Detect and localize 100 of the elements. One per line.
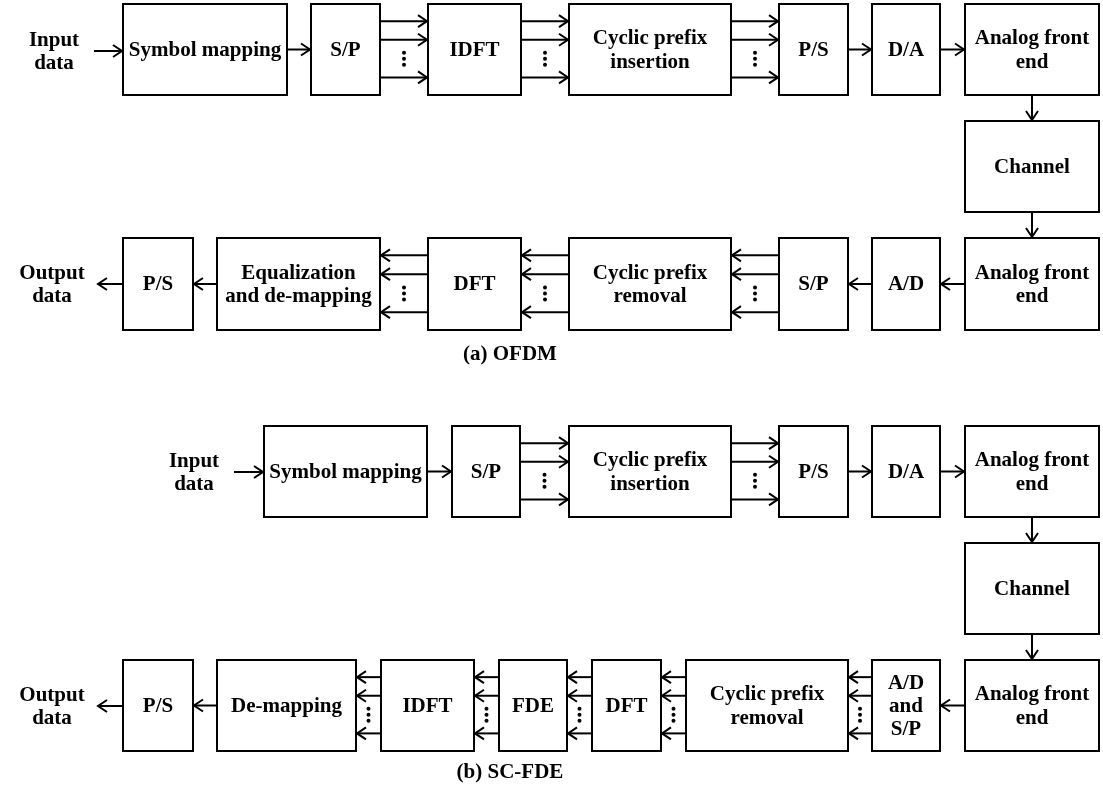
- block-label: DFT: [452, 272, 497, 296]
- block-label: D/A: [886, 459, 926, 484]
- signal-label: Output data: [6, 261, 98, 307]
- block-label: Analog front end: [973, 448, 1091, 495]
- arrow: [521, 248, 569, 263]
- process-block: [451, 425, 521, 518]
- arrow: [474, 726, 499, 741]
- process-block: [964, 120, 1100, 213]
- arrow: [731, 70, 779, 85]
- block-label: S/P: [797, 272, 830, 296]
- arrow: [380, 248, 428, 263]
- arrow: [356, 726, 381, 741]
- block-label: Symbol mapping: [268, 459, 423, 484]
- block-label: IDFT: [401, 693, 454, 718]
- arrow: [93, 44, 123, 58]
- arrow: [380, 305, 428, 320]
- arrow: [233, 465, 264, 479]
- arrow: [380, 267, 428, 282]
- arrow: [731, 248, 779, 263]
- block-label: Cyclic prefix removal: [591, 260, 709, 308]
- process-block: [568, 3, 732, 96]
- arrow: [521, 267, 569, 282]
- block-label: A/D and S/P: [886, 670, 926, 741]
- block-label: Analog front end: [973, 682, 1091, 729]
- block-label: P/S: [797, 459, 830, 484]
- block-label: Channel: [993, 576, 1071, 601]
- block-label: Equalization and de-mapping: [224, 260, 373, 308]
- arrow: [940, 42, 965, 57]
- process-block: [216, 659, 357, 752]
- arrow: [731, 305, 779, 320]
- process-block: [871, 425, 941, 518]
- arrow: [1025, 634, 1039, 660]
- process-block: [964, 425, 1100, 518]
- process-block: [871, 237, 941, 331]
- arrow: [661, 670, 686, 685]
- arrow: [474, 670, 499, 685]
- arrow: [567, 670, 592, 685]
- arrow: [731, 267, 779, 282]
- arrow: [940, 698, 965, 713]
- block-label: De-mapping: [230, 693, 343, 718]
- arrow: [731, 32, 779, 47]
- block-label: Analog front end: [973, 260, 1091, 308]
- arrow: [731, 492, 779, 507]
- arrow: [520, 454, 569, 469]
- process-block: [871, 659, 941, 752]
- process-block: [122, 3, 288, 96]
- block-label: DFT: [604, 693, 649, 718]
- block-label: IDFT: [448, 37, 501, 62]
- process-block: [498, 659, 568, 752]
- arrow: [521, 14, 569, 29]
- process-block: [778, 3, 849, 96]
- block-label: Cyclic prefix removal: [708, 682, 826, 729]
- arrow: [356, 670, 381, 685]
- process-block: [122, 237, 194, 331]
- process-block: [263, 425, 428, 518]
- process-block: [568, 425, 732, 518]
- arrow: [940, 277, 965, 291]
- process-block: [122, 659, 194, 752]
- figure-caption: (a) OFDM: [462, 341, 558, 366]
- arrow: [1025, 517, 1039, 543]
- block-label: FDE: [511, 693, 555, 718]
- arrow: [380, 32, 428, 47]
- block-label: Channel: [993, 154, 1071, 179]
- block-label: Cyclic prefix insertion: [591, 26, 709, 73]
- arrow: [427, 464, 452, 479]
- arrow: [520, 436, 569, 451]
- process-block: [591, 659, 662, 752]
- process-block: [568, 237, 732, 331]
- signal-label: Input data: [154, 449, 234, 495]
- arrow: [287, 42, 311, 57]
- arrow: [1025, 95, 1039, 121]
- block-label: P/S: [141, 272, 175, 296]
- arrow: [661, 726, 686, 741]
- arrow: [97, 699, 123, 713]
- process-block: [685, 659, 849, 752]
- signal-label: Output data: [6, 683, 98, 729]
- arrow: [848, 670, 872, 685]
- arrow: [356, 688, 381, 703]
- block-label: P/S: [141, 693, 175, 718]
- block-label: A/D: [886, 272, 926, 296]
- process-block: [380, 659, 475, 752]
- arrow: [193, 698, 217, 713]
- process-block: [964, 659, 1100, 752]
- block-label: Symbol mapping: [127, 37, 283, 62]
- arrow: [1025, 212, 1039, 238]
- arrow: [731, 14, 779, 29]
- arrow: [940, 464, 965, 479]
- block-label: P/S: [797, 37, 830, 62]
- arrow: [521, 70, 569, 85]
- arrow: [731, 436, 779, 451]
- arrow: [567, 688, 592, 703]
- process-block: [778, 237, 849, 331]
- arrow: [97, 277, 123, 291]
- arrow: [661, 688, 686, 703]
- process-block: [427, 3, 522, 96]
- block-label: D/A: [886, 37, 926, 62]
- process-block: [964, 542, 1100, 635]
- process-block: [964, 3, 1100, 96]
- arrow: [380, 14, 428, 29]
- arrow: [848, 42, 872, 57]
